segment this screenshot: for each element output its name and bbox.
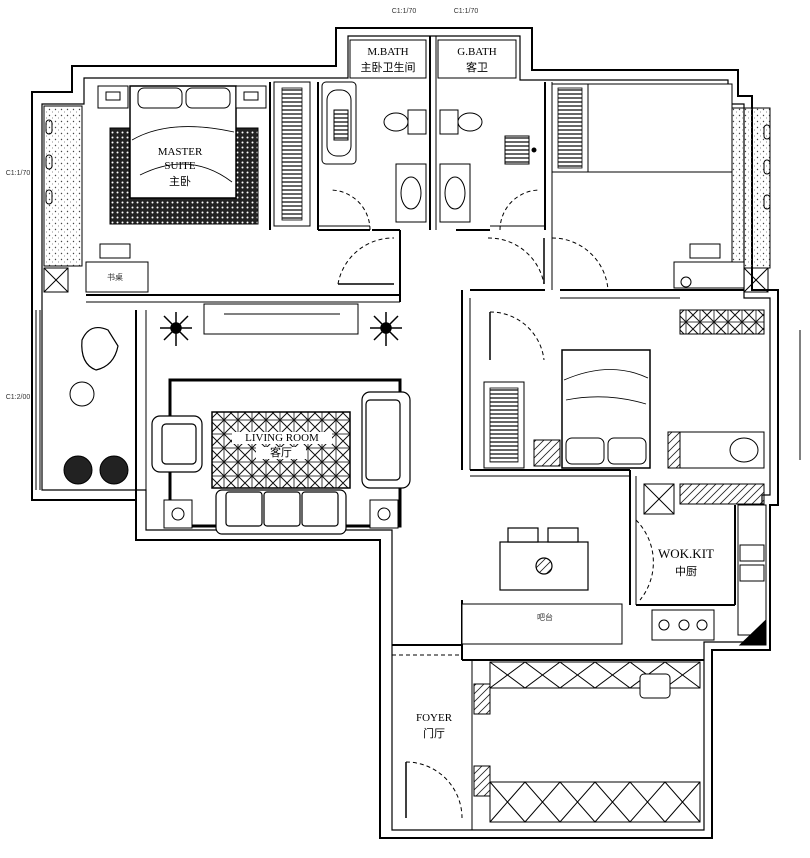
- master-suite-label-cn: 主卧: [169, 176, 191, 188]
- second-bedroom-wardrobe: [483, 381, 525, 469]
- living-room-label-cn: 客厅: [256, 447, 306, 459]
- master-suite-label-en-2: SUITE: [164, 160, 196, 172]
- second-bedroom-bed: [561, 349, 651, 469]
- foyer-lower-cabinet: [489, 781, 701, 823]
- planter-pots-right: [763, 124, 771, 210]
- right-bedroom-desk: [673, 243, 745, 289]
- living-armchair-left: [151, 415, 203, 473]
- kitchen-counter: [643, 483, 767, 646]
- door-swings: [135, 189, 654, 819]
- master-desk: [85, 243, 149, 293]
- nightstand-left: [97, 85, 129, 109]
- master-bed: [109, 85, 259, 225]
- balcony-left-planter: [43, 105, 83, 267]
- living-sofa-main: [215, 489, 347, 535]
- bar-counter: [461, 603, 623, 645]
- master-bath-sink: [395, 163, 427, 223]
- balcony-right-column: [743, 267, 769, 293]
- plant-icon-left: [160, 312, 192, 346]
- master-bath-label-en: M.BATH: [367, 46, 409, 58]
- guest-bath-sink: [439, 163, 471, 223]
- nightstand-right: [235, 85, 267, 109]
- potted-plants: [63, 455, 129, 485]
- desk-label: 书桌: [107, 273, 123, 282]
- foyer-side-units: [473, 683, 491, 797]
- planter-pots-left: [45, 119, 53, 205]
- second-bedroom-vanity: [667, 309, 765, 469]
- door-leaves: [338, 238, 545, 818]
- dining-table: [499, 527, 589, 591]
- wok-kitchen-label-en: WOK.KIT: [658, 546, 714, 561]
- bar-counter-label: 吧台: [537, 613, 553, 622]
- window-tag-top-right: C1:1/70: [453, 8, 479, 15]
- master-bath-tub: [321, 81, 357, 165]
- second-bedroom-nightstand: [533, 439, 561, 467]
- master-suite-label-en-1: MASTER: [157, 146, 203, 158]
- guest-bath-label-cn: 客卫: [466, 62, 488, 74]
- right-bedroom-bed: [587, 83, 733, 173]
- walls: [31, 27, 779, 839]
- window-tag-left-upper: C1:1/70: [5, 170, 31, 177]
- balcony-left-column: [43, 267, 69, 293]
- window-lines: [35, 310, 801, 490]
- master-wardrobe: [273, 81, 311, 227]
- living-tv-console: [203, 303, 359, 335]
- foyer-label-en: FOYER: [415, 712, 453, 724]
- lounge-side-table: [69, 381, 95, 407]
- living-armchair-right: [361, 391, 411, 489]
- master-bath-toilet: [383, 109, 427, 135]
- bath-label-boxes: [349, 39, 517, 79]
- master-bath-label-cn: 主卧卫生间: [360, 62, 416, 74]
- lounge-chair: [81, 327, 119, 371]
- foyer-chair: [639, 673, 671, 699]
- living-room-label-en: LIVING ROOM: [232, 432, 332, 444]
- plant-icon-right: [370, 312, 402, 346]
- window-tag-top-left: C1:1/70: [391, 8, 417, 15]
- right-bedroom-wardrobe: [551, 83, 589, 173]
- window-tag-left-lower: C1:2/00: [5, 394, 31, 401]
- wok-kitchen-label-cn: 中厨: [675, 566, 697, 578]
- living-side-tables: [163, 499, 399, 529]
- guest-bath-label-en: G.BATH: [457, 46, 497, 58]
- guest-shower: [504, 135, 537, 165]
- guest-bath-toilet: [439, 109, 483, 135]
- foyer-label-cn: 门厅: [423, 728, 445, 740]
